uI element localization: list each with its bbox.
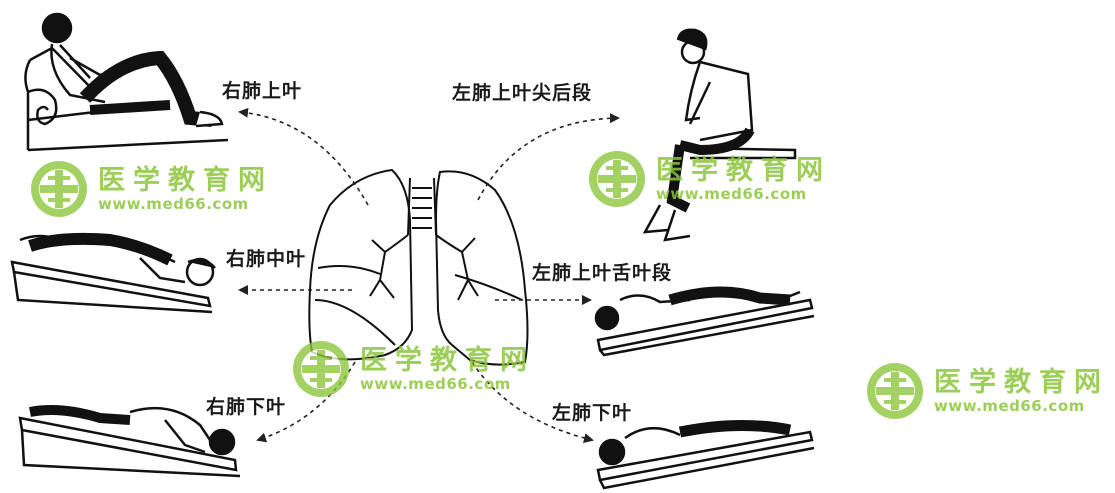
watermark-url: www.med66.com	[360, 376, 535, 393]
watermark-name: 医学教育网	[656, 156, 831, 186]
watermark-url: www.med66.com	[934, 398, 1109, 415]
label-left-upper-apicoposterior: 左肺上叶尖后段	[452, 78, 592, 105]
forward-sitting-figure-icon	[645, 30, 795, 240]
watermark-name: 医学教育网	[360, 346, 535, 376]
watermark: 医学教育网 www.med66.com	[928, 368, 1109, 414]
watermark-name: 医学教育网	[934, 368, 1109, 398]
watermark: 医学教育网 www.med66.com	[650, 156, 831, 202]
reclined-sitting-figure-icon	[25, 14, 228, 150]
watermark: 医学教育网 www.med66.com	[354, 346, 535, 392]
lungs-icon	[309, 170, 527, 365]
watermark-name: 医学教育网	[98, 166, 273, 196]
watermark-url: www.med66.com	[98, 196, 273, 213]
right-middle-lobe-figure-icon	[12, 236, 215, 312]
watermark: 医学教育网 www.med66.com	[92, 166, 273, 212]
left-lower-lobe-figure-icon	[598, 425, 814, 488]
left-lingular-figure-icon	[596, 292, 814, 355]
watermark-url: www.med66.com	[656, 186, 831, 203]
label-left-lower-lobe: 左肺下叶	[552, 398, 632, 425]
label-right-middle-lobe: 右肺中叶	[226, 244, 306, 271]
label-right-upper-lobe: 右肺上叶	[222, 76, 302, 103]
label-left-upper-lingular: 左肺上叶舌叶段	[532, 258, 672, 285]
label-right-lower-lobe: 右肺下叶	[206, 392, 286, 419]
